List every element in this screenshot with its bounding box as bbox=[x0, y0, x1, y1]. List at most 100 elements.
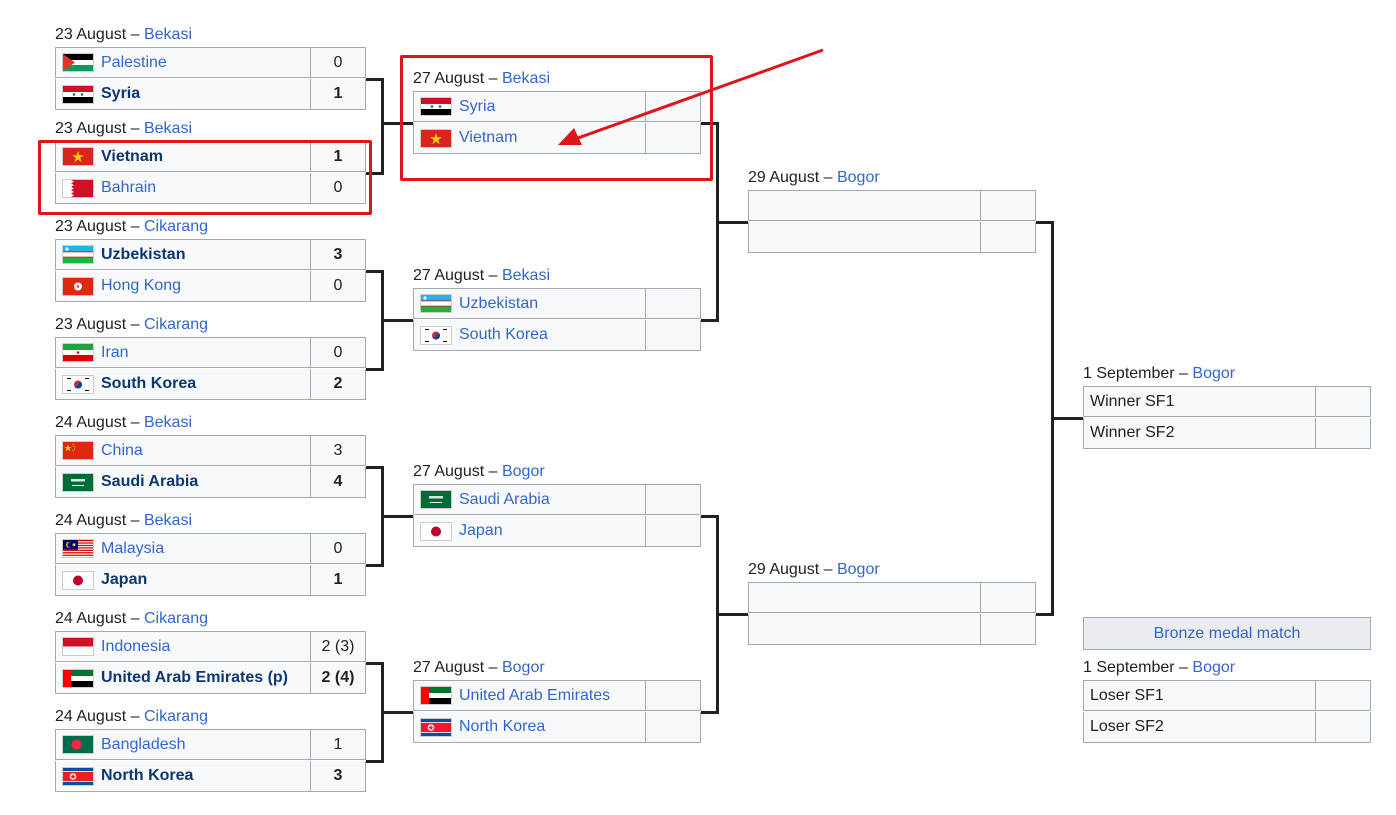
date-separator: – bbox=[126, 316, 144, 333]
venue-link[interactable]: Bekasi bbox=[501, 267, 550, 284]
team-name[interactable]: Saudi Arabia bbox=[101, 473, 199, 490]
date-separator: – bbox=[819, 561, 837, 578]
team-name[interactable]: Vietnam bbox=[101, 147, 163, 165]
match-date: 23 August – Bekasi bbox=[55, 25, 192, 45]
venue-link[interactable]: Bekasi bbox=[143, 120, 192, 137]
venue-link[interactable]: Bogor bbox=[1192, 659, 1236, 676]
team-score: 0 bbox=[311, 337, 366, 368]
date-separator: – bbox=[126, 414, 144, 431]
venue-link[interactable]: Bekasi bbox=[501, 70, 550, 87]
match-date: 23 August – Cikarang bbox=[55, 315, 208, 335]
bracket-connector bbox=[1036, 221, 1053, 224]
bracket-connector bbox=[366, 662, 383, 665]
date-separator: – bbox=[484, 463, 502, 480]
north-korea-flag-icon bbox=[62, 766, 94, 786]
date-separator: – bbox=[1174, 365, 1193, 382]
team-score bbox=[646, 288, 701, 319]
venue-link[interactable]: Bogor bbox=[1192, 365, 1236, 382]
team-row: Loser SF1 bbox=[1083, 680, 1371, 711]
china-flag-icon bbox=[62, 441, 94, 460]
team-cell: Palestine bbox=[55, 47, 311, 78]
team-row: Syria bbox=[413, 91, 701, 122]
team-name: Loser SF1 bbox=[1090, 686, 1164, 704]
team-row bbox=[748, 582, 1036, 613]
team-name[interactable]: Uzbekistan bbox=[101, 245, 186, 263]
team-name[interactable]: South Korea bbox=[459, 326, 548, 343]
team-name[interactable]: Malaysia bbox=[101, 539, 165, 557]
team-cell: Hong Kong bbox=[55, 271, 311, 302]
venue-link[interactable]: Bogor bbox=[501, 659, 545, 676]
match-date: 24 August – Cikarang bbox=[55, 707, 208, 727]
date-separator: – bbox=[819, 169, 837, 186]
team-name[interactable]: South Korea bbox=[101, 375, 197, 392]
iran-flag-icon bbox=[62, 343, 94, 362]
team-name[interactable]: Vietnam bbox=[459, 129, 518, 146]
team-cell: Winner SF2 bbox=[1083, 418, 1316, 449]
team-name[interactable]: Japan bbox=[459, 522, 503, 539]
palestine-flag-icon bbox=[62, 53, 94, 72]
match-date-text: 24 August bbox=[55, 512, 127, 529]
north-korea-flag-icon bbox=[420, 717, 452, 737]
match-date-text: 27 August bbox=[413, 659, 485, 676]
team-name[interactable]: China bbox=[101, 441, 143, 459]
match-date: 24 August – Bekasi bbox=[55, 511, 192, 531]
team-name[interactable]: Syria bbox=[101, 85, 141, 102]
team-score: 2 (3) bbox=[311, 631, 366, 662]
venue-link[interactable]: Cikarang bbox=[143, 610, 208, 627]
team-name[interactable]: Uzbekistan bbox=[459, 294, 539, 312]
match-date: 27 August – Bogor bbox=[413, 658, 545, 678]
venue-link[interactable]: Cikarang bbox=[143, 708, 208, 725]
match-date-text: 23 August bbox=[55, 26, 127, 43]
vietnam-flag-icon bbox=[62, 147, 94, 166]
team-name[interactable]: United Arab Emirates bbox=[459, 686, 611, 704]
team-name[interactable]: Indonesia bbox=[101, 637, 171, 655]
team-name[interactable]: North Korea bbox=[101, 767, 194, 784]
team-score bbox=[1316, 680, 1371, 711]
team-name[interactable]: Bangladesh bbox=[101, 735, 186, 753]
team-cell bbox=[748, 614, 981, 645]
team-row: Iran 0 bbox=[55, 337, 366, 368]
match-date: 23 August – Bekasi bbox=[55, 119, 192, 139]
venue-link[interactable]: Bogor bbox=[836, 169, 880, 186]
team-score: 2 (4) bbox=[311, 663, 366, 694]
venue-link[interactable]: Cikarang bbox=[143, 218, 208, 235]
venue-link[interactable]: Bekasi bbox=[143, 414, 192, 431]
hong-kong-flag-icon bbox=[62, 276, 94, 296]
japan-flag-icon bbox=[62, 570, 94, 590]
team-score: 1 bbox=[311, 79, 366, 110]
team-name[interactable]: Saudi Arabia bbox=[459, 490, 550, 508]
venue-link[interactable]: Bekasi bbox=[143, 26, 192, 43]
team-name[interactable]: Bahrain bbox=[101, 179, 157, 196]
syria-flag-icon bbox=[420, 97, 452, 116]
team-name[interactable]: Iran bbox=[101, 343, 129, 361]
venue-link[interactable]: Bogor bbox=[501, 463, 545, 480]
bracket-connector bbox=[366, 466, 383, 469]
team-name[interactable]: Palestine bbox=[101, 53, 167, 71]
team-cell: Uzbekistan bbox=[55, 239, 311, 270]
team-name[interactable]: United Arab Emirates (p) bbox=[101, 669, 288, 686]
bangladesh-flag-icon bbox=[62, 735, 94, 754]
bronze-medal-heading[interactable]: Bronze medal match bbox=[1083, 617, 1371, 650]
venue-link[interactable]: Bogor bbox=[836, 561, 880, 578]
team-cell: China bbox=[55, 435, 311, 466]
team-cell: Saudi Arabia bbox=[55, 467, 311, 498]
malaysia-flag-icon bbox=[62, 539, 94, 558]
match-date: 27 August – Bogor bbox=[413, 462, 545, 482]
team-name[interactable]: Syria bbox=[459, 97, 496, 115]
date-separator: – bbox=[126, 218, 144, 235]
venue-link[interactable]: Cikarang bbox=[143, 316, 208, 333]
venue-link[interactable]: Bekasi bbox=[143, 512, 192, 529]
team-name[interactable]: North Korea bbox=[459, 718, 546, 735]
team-row: North Korea bbox=[413, 712, 701, 743]
bahrain-flag-icon bbox=[62, 178, 94, 198]
team-score bbox=[981, 582, 1036, 613]
team-score bbox=[981, 190, 1036, 221]
match-date-text: 29 August bbox=[748, 169, 820, 186]
team-name[interactable]: Japan bbox=[101, 571, 148, 588]
team-name[interactable]: Hong Kong bbox=[101, 277, 182, 294]
bracket-connector bbox=[381, 78, 384, 175]
team-cell: Uzbekistan bbox=[413, 288, 646, 319]
team-cell bbox=[748, 582, 981, 613]
